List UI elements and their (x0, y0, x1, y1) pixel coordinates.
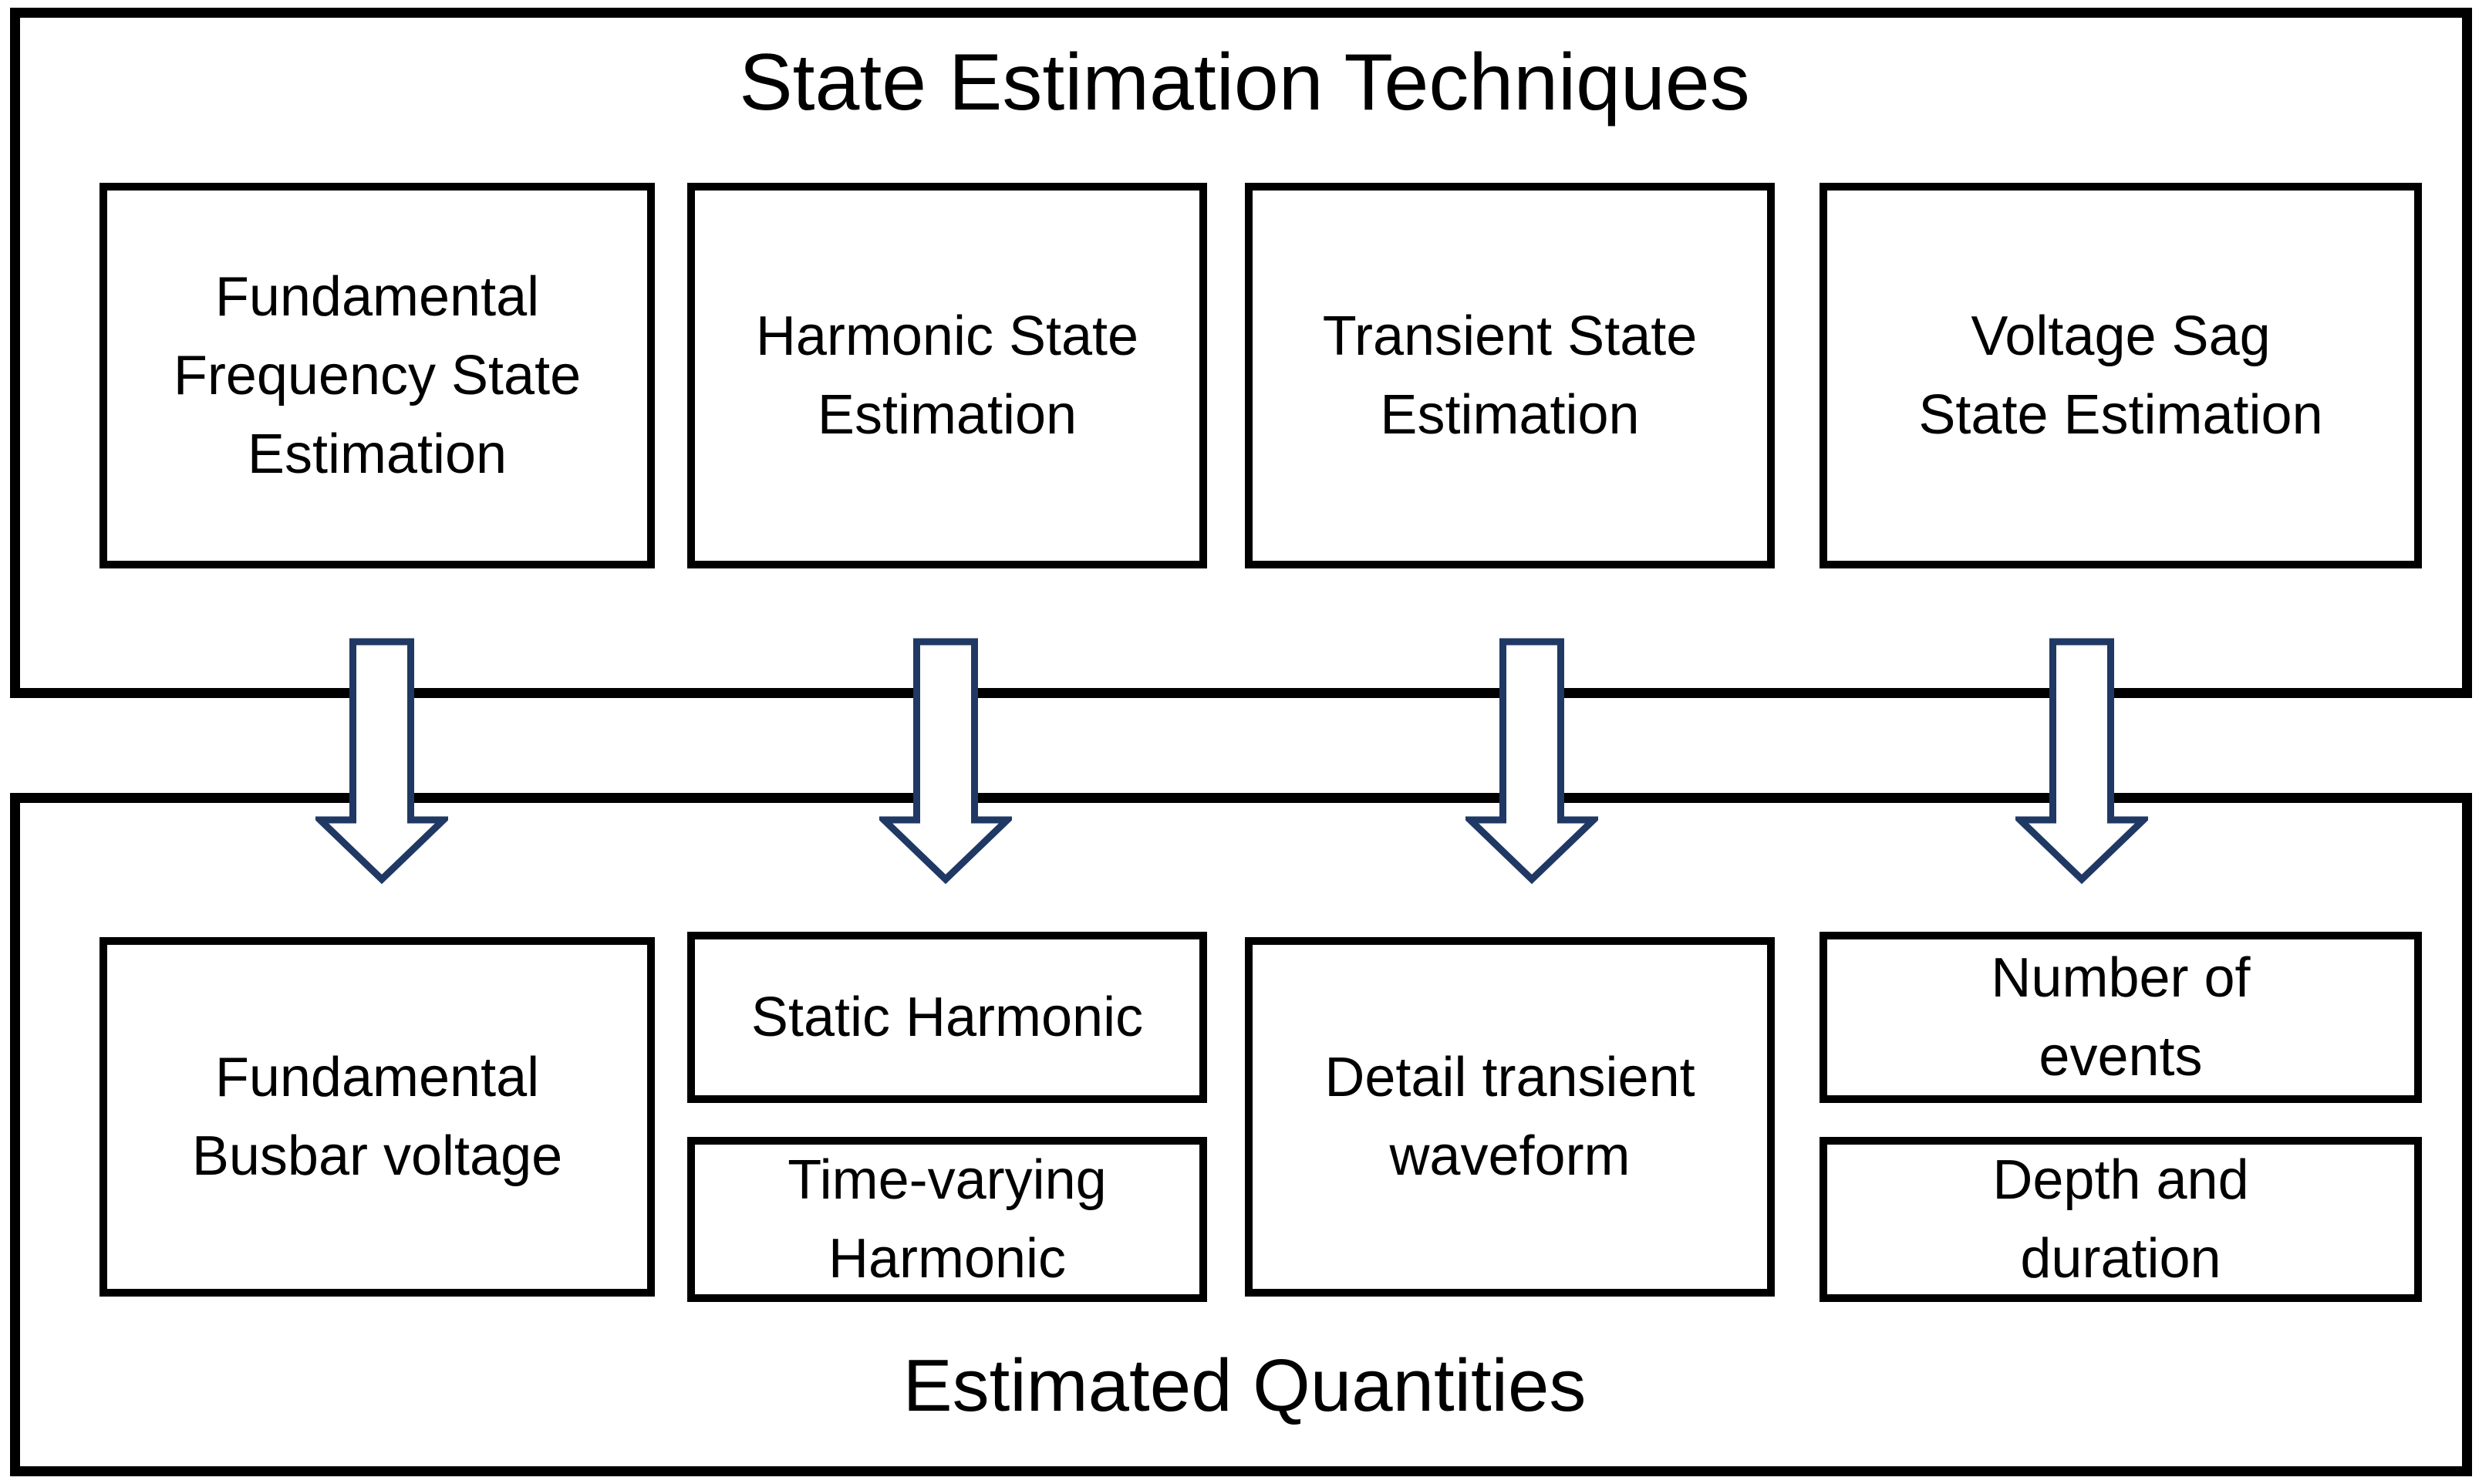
quantity-box-static-harmonic-label: Static Harmonic (750, 986, 1144, 1048)
quantity-box-static-harmonic: Static Harmonic (687, 932, 1207, 1103)
quantity-box-fundamental-busbar-label: Fundamental Busbar voltage (191, 1046, 563, 1187)
technique-box-harmonic: Harmonic State Estimation (687, 183, 1207, 568)
quantity-box-number-of-events-label: Number of events (1991, 946, 2251, 1088)
arrow-down-icon (2015, 638, 2148, 885)
quantity-box-time-varying-harmonic: Time-varying Harmonic (687, 1137, 1207, 1302)
quantities-section-title: Estimated Quantities (902, 1344, 1587, 1427)
quantity-box-depth-duration: Depth and duration (1820, 1137, 2422, 1302)
technique-box-voltage-sag: Voltage Sag State Estimation (1820, 183, 2422, 568)
technique-box-transient: Transient State Estimation (1245, 183, 1775, 568)
quantity-box-fundamental-busbar: Fundamental Busbar voltage (99, 937, 655, 1297)
arrow-down-icon (879, 638, 1012, 885)
quantity-box-depth-duration-label: Depth and duration (1992, 1148, 2249, 1290)
technique-box-voltage-sag-label: Voltage Sag State Estimation (1918, 305, 2323, 446)
technique-box-transient-label: Transient State Estimation (1322, 305, 1698, 446)
arrow-down-icon (1465, 638, 1598, 885)
technique-box-fundamental-frequency: Fundamental Frequency State Estimation (99, 183, 655, 568)
technique-box-fundamental-frequency-label: Fundamental Frequency State Estimation (173, 265, 582, 486)
quantity-box-detail-transient: Detail transient waveform (1245, 937, 1775, 1297)
techniques-section-title: State Estimation Techniques (739, 38, 1750, 127)
quantity-box-detail-transient-label: Detail transient waveform (1324, 1046, 1695, 1187)
arrow-down-icon (315, 638, 448, 885)
technique-box-harmonic-label: Harmonic State Estimation (755, 305, 1139, 446)
quantity-box-number-of-events: Number of events (1820, 932, 2422, 1103)
quantity-box-time-varying-harmonic-label: Time-varying Harmonic (788, 1148, 1107, 1290)
